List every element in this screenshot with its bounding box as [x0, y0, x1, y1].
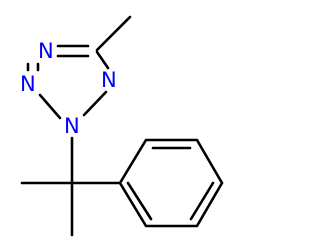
atom-label-n3: N: [64, 114, 80, 138]
atom-label-n2: N: [20, 72, 36, 96]
atom-label-n4: N: [101, 68, 117, 92]
bond-c5-methyl: [95, 15, 132, 52]
phenyl-inner-bond-left: [126, 181, 153, 221]
structure-diagram: N N N N: [20, 15, 224, 237]
atom-label-n1: N: [38, 39, 54, 63]
molecule-canvas: N N N N: [20, 15, 224, 237]
phenyl-ring: [118, 138, 224, 228]
phenyl-inner-bond-right: [189, 181, 215, 221]
bond-n3-n2: [38, 93, 62, 120]
bond-n4-n3-a: [82, 90, 108, 117]
bond-c5-n4: [95, 50, 110, 70]
